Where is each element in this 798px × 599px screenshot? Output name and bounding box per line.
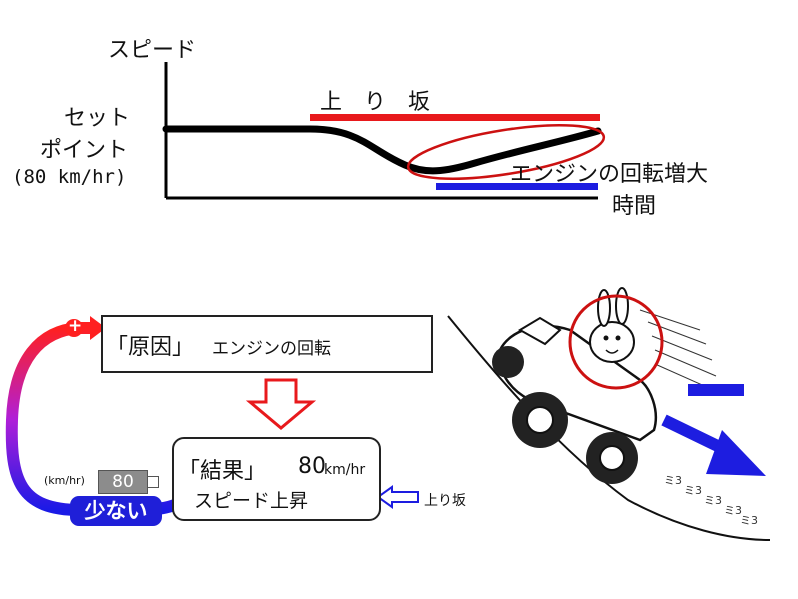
meter-connector [147,476,159,488]
plus-dot [65,319,83,337]
cause-to-result-arrow [245,378,317,430]
result-speed-value: 80 [298,454,326,479]
cause-box [101,315,433,373]
speed-streaks [639,309,719,393]
uphill-input-label: 上り坂 [424,493,466,509]
slope-line [447,315,771,541]
exhaust-puffs: ミ3 ミ3 ミ3 ミ3 ミ3 [664,474,758,527]
setpoint-label-line2: ポイント [40,138,129,163]
speed-line [162,125,602,175]
uphill-bar [310,114,600,121]
car-windshield [518,316,562,346]
car-wheels [492,346,638,484]
engine-highlight-ellipse [406,124,606,180]
time-axis-label: 時間 [612,194,657,219]
result-box [172,437,381,521]
result-title: 「結果」 [178,459,267,484]
downhill-arrow-head [706,430,766,476]
speed-meter: 80 [98,470,148,494]
cause-title: 「原因」 [106,335,195,360]
feedback-loop-arrowhead [90,316,106,340]
y-axis-label: スピード [108,38,197,63]
svg-text:ミ3: ミ3 [724,504,742,517]
plus-symbol: + [68,316,83,336]
result-text: スピード上昇 [194,490,309,512]
result-speed-unit: km/hr [324,462,366,478]
svg-text:ミ3: ミ3 [740,514,758,527]
uphill-input-arrow [376,485,419,509]
engine-rpm-increase-label: エンジンの回転増大 [510,162,709,187]
low-badge: 少ない [70,496,162,526]
setpoint-value: (80 km/hr) [12,166,127,188]
svg-text:ミ3: ミ3 [664,474,682,487]
meter-unit: (km/hr) [44,474,85,487]
time-bar [436,183,598,190]
setpoint-label-line1: セット [64,106,131,131]
rabbit-highlight-circle [568,294,664,390]
svg-text:ミ3: ミ3 [684,484,702,497]
minus-sign [688,384,744,396]
svg-text:ミ3: ミ3 [704,494,722,507]
uphill-label: 上 り 坂 [320,90,431,115]
cause-text: エンジンの回転 [212,339,331,359]
